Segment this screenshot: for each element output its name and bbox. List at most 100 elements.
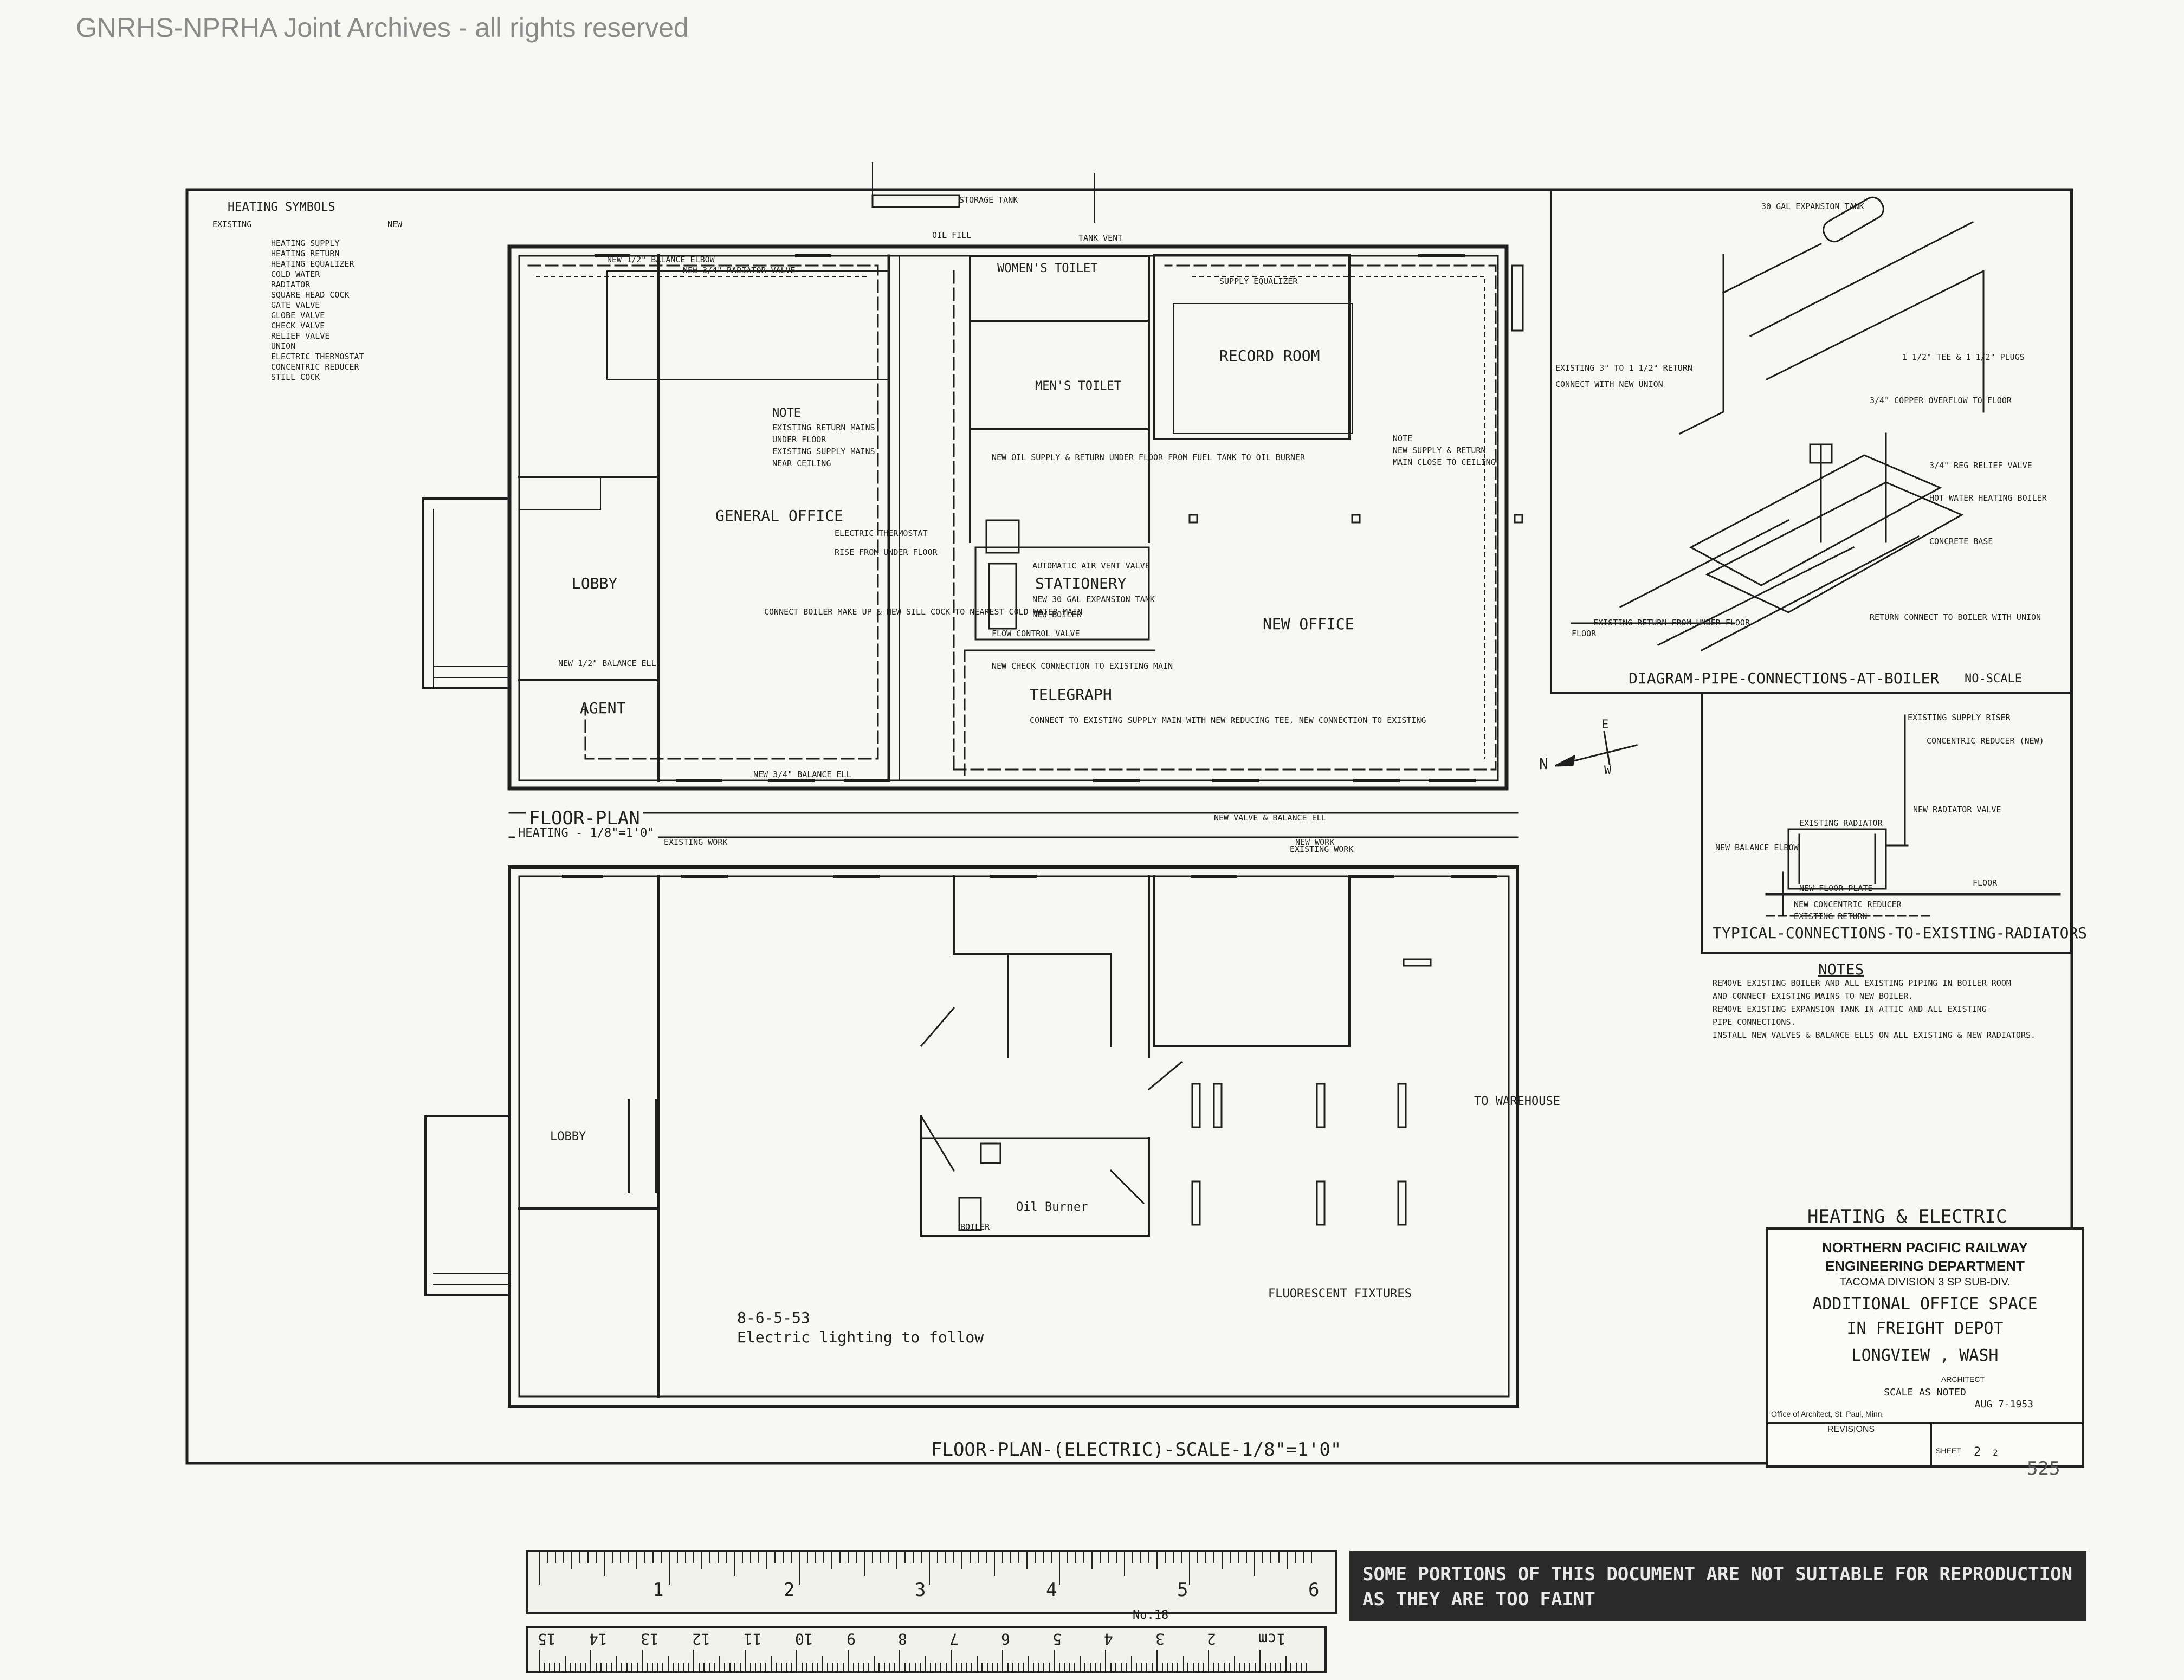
title-date: AUG 7-1953 [1974,1399,2033,1410]
note1-line: NEAR CEILING [772,458,831,468]
ruler-inch-mark: 4 [1046,1579,1057,1601]
title-scale: SCALE AS NOTED [1884,1387,1966,1398]
title-revisions: REVISIONS [1827,1425,1875,1434]
ruler-cm-mark: 8 [898,1630,907,1648]
ruler-cm-mark: 2 [1207,1630,1216,1648]
boiler-callout: HOT WATER HEATING BOILER [1929,493,2047,503]
typical-callout: NEW FLOOR PLATE [1799,883,1873,893]
heating-callout: EXISTING WORK [1290,844,1354,854]
typical-callout: NEW BALANCE ELBOW [1715,843,1799,852]
legend-item: CONCENTRIC REDUCER [271,362,359,372]
typical-title: TYPICAL-CONNECTIONS-TO-EXISTING-RADIATOR… [1713,924,2088,942]
notes-line: REMOVE EXISTING BOILER AND ALL EXISTING … [1713,978,2011,988]
ruler-inch-mark: 6 [1308,1579,1320,1601]
ruler-cm-mark: 9 [847,1630,856,1648]
watermark: GNRHS-NPRHA Joint Archives - all rights … [76,12,689,43]
note1-title: NOTE [772,406,801,420]
ruler-cm-mark: 10 [795,1630,813,1648]
ruler-cm-mark: 5 [1052,1630,1062,1648]
legend-item: SQUARE HEAD COCK [271,290,350,300]
heating-callout: NEW 1/2" BALANCE ELL [558,658,656,668]
heating-callout: FLOW CONTROL VALVE [992,629,1080,638]
notes-line: INSTALL NEW VALVES & BALANCE ELLS ON ALL… [1713,1030,2036,1040]
typical-callout: CONCENTRIC REDUCER (NEW) [1927,736,2044,746]
ruler-inch-mark: 1 [652,1579,664,1601]
room-new-office: NEW OFFICE [1263,615,1354,633]
heating-callout: ELECTRIC THERMOSTAT [835,528,928,538]
boiler-callout: 3/4" REG RELIEF VALVE [1929,461,2032,470]
typical-callout: FLOOR [1973,878,1998,888]
note2-line: NEW SUPPLY & RETURN [1393,445,1486,455]
room-mens-toilet: MEN'S TOILET [1035,379,1121,393]
heating-callout: NEW 1/2" BALANCE ELBOW [607,255,715,264]
heating-floor-plan [422,162,1524,791]
ruler-inch-mark: 2 [784,1579,795,1601]
ruler-cm-mark: 1cm [1258,1630,1286,1648]
heating-plan-title: FLOOR-PLAN [526,807,643,829]
room-womens-toilet: WOMEN'S TOILET [997,262,1098,275]
room-record-room: RECORD ROOM [1219,347,1320,365]
electric-plan-title: FLOOR-PLAN-(ELECTRIC)-SCALE-1/8"=1'0" [927,1439,1346,1461]
title-project-2: IN FREIGHT DEPOT [1846,1319,2004,1338]
note1-line: EXISTING RETURN MAINS [772,423,875,432]
heating-callout: CONNECT TO EXISTING SUPPLY MAIN WITH NEW… [1030,715,1426,725]
title-sheet-label: SHEET [1936,1446,1961,1455]
heating-callout: NEW OIL SUPPLY & RETURN UNDER FLOOR FROM… [992,453,1305,462]
title-sheet-no: 2 [1974,1445,1981,1459]
heating-callout: NEW 3/4" RADIATOR VALVE [683,266,796,275]
legend-item: HEATING RETURN [271,249,340,259]
note2-line: NOTE [1393,434,1413,443]
title-office: Office of Architect, St. Paul, Minn. [1771,1410,1884,1418]
ruler-inch-mark: 3 [915,1579,926,1601]
notes-line: PIPE CONNECTIONS. [1713,1017,1796,1027]
to-warehouse: TO WAREHOUSE [1474,1095,1560,1108]
legend-item: RADIATOR [271,280,311,289]
boiler-diagram-title: DIAGRAM-PIPE-CONNECTIONS-AT-BOILER [1629,669,1940,687]
boiler-callout: 3/4" COPPER OVERFLOW TO FLOOR [1870,396,2012,405]
heating-callout: RISE FROM UNDER FLOOR [835,547,938,557]
legend-item: ELECTRIC THERMOSTAT [271,352,364,361]
ruler-cm-mark: 7 [949,1630,959,1648]
legend-item: HEATING EQUALIZER [271,259,354,269]
typical-callout: EXISTING RADIATOR [1799,818,1883,828]
handwritten-line: 8-6-5-53 [737,1309,810,1327]
title-header: HEATING & ELECTRIC [1807,1206,2007,1227]
note2-line: MAIN CLOSE TO CEILING [1393,457,1496,467]
compass-n: N [1539,755,1548,773]
boiler-callout: RETURN CONNECT TO BOILER WITH UNION [1870,612,2041,622]
typical-callout: EXISTING RETURN [1794,912,1868,921]
boiler-callout: EXISTING RETURN FROM UNDER FLOOR [1593,618,1750,628]
heating-callout: TANK VENT [1078,233,1123,243]
legend-col-new: NEW [387,219,403,229]
typical-connections-frame [1701,692,2072,954]
boiler-isometric [1571,196,1985,652]
heating-callout: SUPPLY EQUALIZER [1219,276,1298,286]
heating-callout: NEW 3/4" BALANCE ELL [753,770,851,779]
heating-callout: NEW BOILER [1032,610,1082,619]
title-division: TACOMA DIVISION 3 SP SUB-DIV. [1839,1276,2011,1288]
compass-e: E [1601,718,1609,732]
ruler-model: No.18 [1133,1608,1169,1622]
handwritten-line: Electric lighting to follow [737,1328,984,1346]
sheet-corner-number: 525 [2027,1458,2060,1479]
ruler-cm-mark: 13 [641,1630,659,1648]
boiler-callout: 30 GAL EXPANSION TANK [1761,202,1864,211]
typical-callout: NEW CONCENTRIC REDUCER [1794,900,1902,909]
ruler-cm-mark: 3 [1155,1630,1165,1648]
heating-callout: NEW VALVE & BALANCE ELL [1214,813,1327,823]
note1-line: UNDER FLOOR [772,435,826,444]
ruler-cm-mark: 4 [1104,1630,1113,1648]
legend-item: UNION [271,341,296,351]
electric-lobby: LOBBY [550,1130,586,1143]
legend-item: COLD WATER [271,269,320,279]
boiler-diagram-scale: NO-SCALE [1965,672,2022,686]
heating-callout: EXISTING WORK [664,837,728,847]
ruler-cm-mark: 14 [589,1630,608,1648]
title-project-1: ADDITIONAL OFFICE SPACE [1812,1295,2038,1314]
title-sheet-of: 2 [1993,1448,1998,1458]
heating-callout: NEW WORK [1295,837,1335,847]
legend-col-existing: EXISTING [212,219,252,229]
